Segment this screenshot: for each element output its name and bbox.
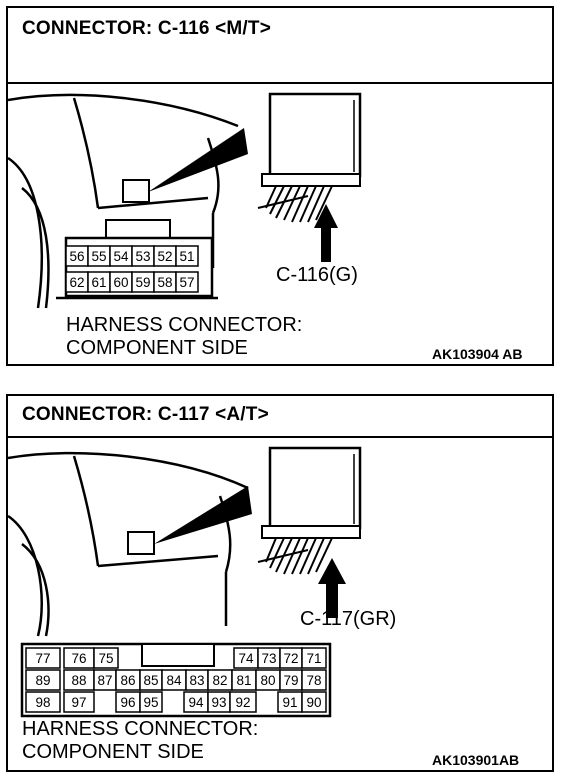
- connector-label: C-116(G): [276, 264, 358, 286]
- pin-label: 90: [306, 695, 321, 710]
- pin-label: 60: [113, 275, 128, 290]
- pin-label: 77: [35, 651, 50, 666]
- pin-label: 98: [35, 695, 50, 710]
- pin-label: 54: [113, 249, 129, 264]
- pin-label: 93: [211, 695, 226, 710]
- pin-label: 57: [179, 275, 194, 290]
- pin-label: 52: [157, 249, 172, 264]
- note-line-2: COMPONENT SIDE: [66, 337, 248, 359]
- dashboard-illustration: 77 76 75 74 73 72 71 89 88 87 86 85 84 8…: [8, 446, 362, 718]
- pin-label: 85: [143, 673, 158, 688]
- harness-note: HARNESS CONNECTOR: COMPONENT SIDE: [66, 314, 302, 360]
- note-line-1: HARNESS CONNECTOR:: [66, 314, 303, 336]
- figure-code: AK103904 AB: [432, 346, 523, 362]
- pin-label: 78: [306, 673, 321, 688]
- panel-title: CONNECTOR: C-117 <A/T>: [22, 404, 269, 425]
- pin-label: 62: [69, 275, 84, 290]
- connector-panel-c116: CONNECTOR: C-116 <M/T>: [6, 6, 554, 366]
- pin-label: 51: [179, 249, 194, 264]
- pin-label: 59: [135, 275, 150, 290]
- pin-label: 75: [98, 651, 113, 666]
- harness-note: HARNESS CONNECTOR: COMPONENT SIDE: [22, 718, 258, 764]
- pin-label: 71: [306, 651, 321, 666]
- connector-panel-c117: CONNECTOR: C-117 <A/T>: [6, 394, 554, 772]
- note-line-1: HARNESS CONNECTOR:: [22, 718, 259, 740]
- pin-label: 53: [135, 249, 150, 264]
- pin-label: 72: [283, 651, 298, 666]
- figure-code: AK103901AB: [432, 752, 520, 768]
- pin-label: 58: [157, 275, 172, 290]
- pin-label: 81: [236, 673, 251, 688]
- title-divider: [8, 436, 552, 438]
- pin-label: 84: [166, 673, 182, 688]
- pin-label: 73: [261, 651, 276, 666]
- pin-label: 80: [260, 673, 275, 688]
- dashboard-illustration: 56 55 54 53 52 51 62 61 60 59 58 57: [8, 92, 362, 309]
- pin-label: 96: [120, 695, 135, 710]
- pin-label: 95: [143, 695, 158, 710]
- pin-label: 55: [91, 249, 106, 264]
- connector-label: C-117(GR): [300, 608, 397, 630]
- pin-label: 94: [188, 695, 204, 710]
- pin-label: 88: [71, 673, 86, 688]
- panel-title: CONNECTOR: C-116 <M/T>: [22, 18, 271, 39]
- pin-label: 61: [91, 275, 106, 290]
- pin-label: 91: [282, 695, 297, 710]
- pin-label: 56: [69, 249, 84, 264]
- title-divider: [8, 82, 552, 84]
- pin-label: 87: [97, 673, 112, 688]
- pin-label: 86: [120, 673, 135, 688]
- note-line-2: COMPONENT SIDE: [22, 741, 204, 763]
- pin-label: 92: [235, 695, 250, 710]
- pin-label: 82: [212, 673, 227, 688]
- pin-label: 76: [71, 651, 86, 666]
- pin-label: 97: [71, 695, 86, 710]
- pin-label: 74: [238, 651, 254, 666]
- pin-label: 79: [283, 673, 298, 688]
- pin-label: 83: [189, 673, 204, 688]
- pin-label: 89: [35, 673, 50, 688]
